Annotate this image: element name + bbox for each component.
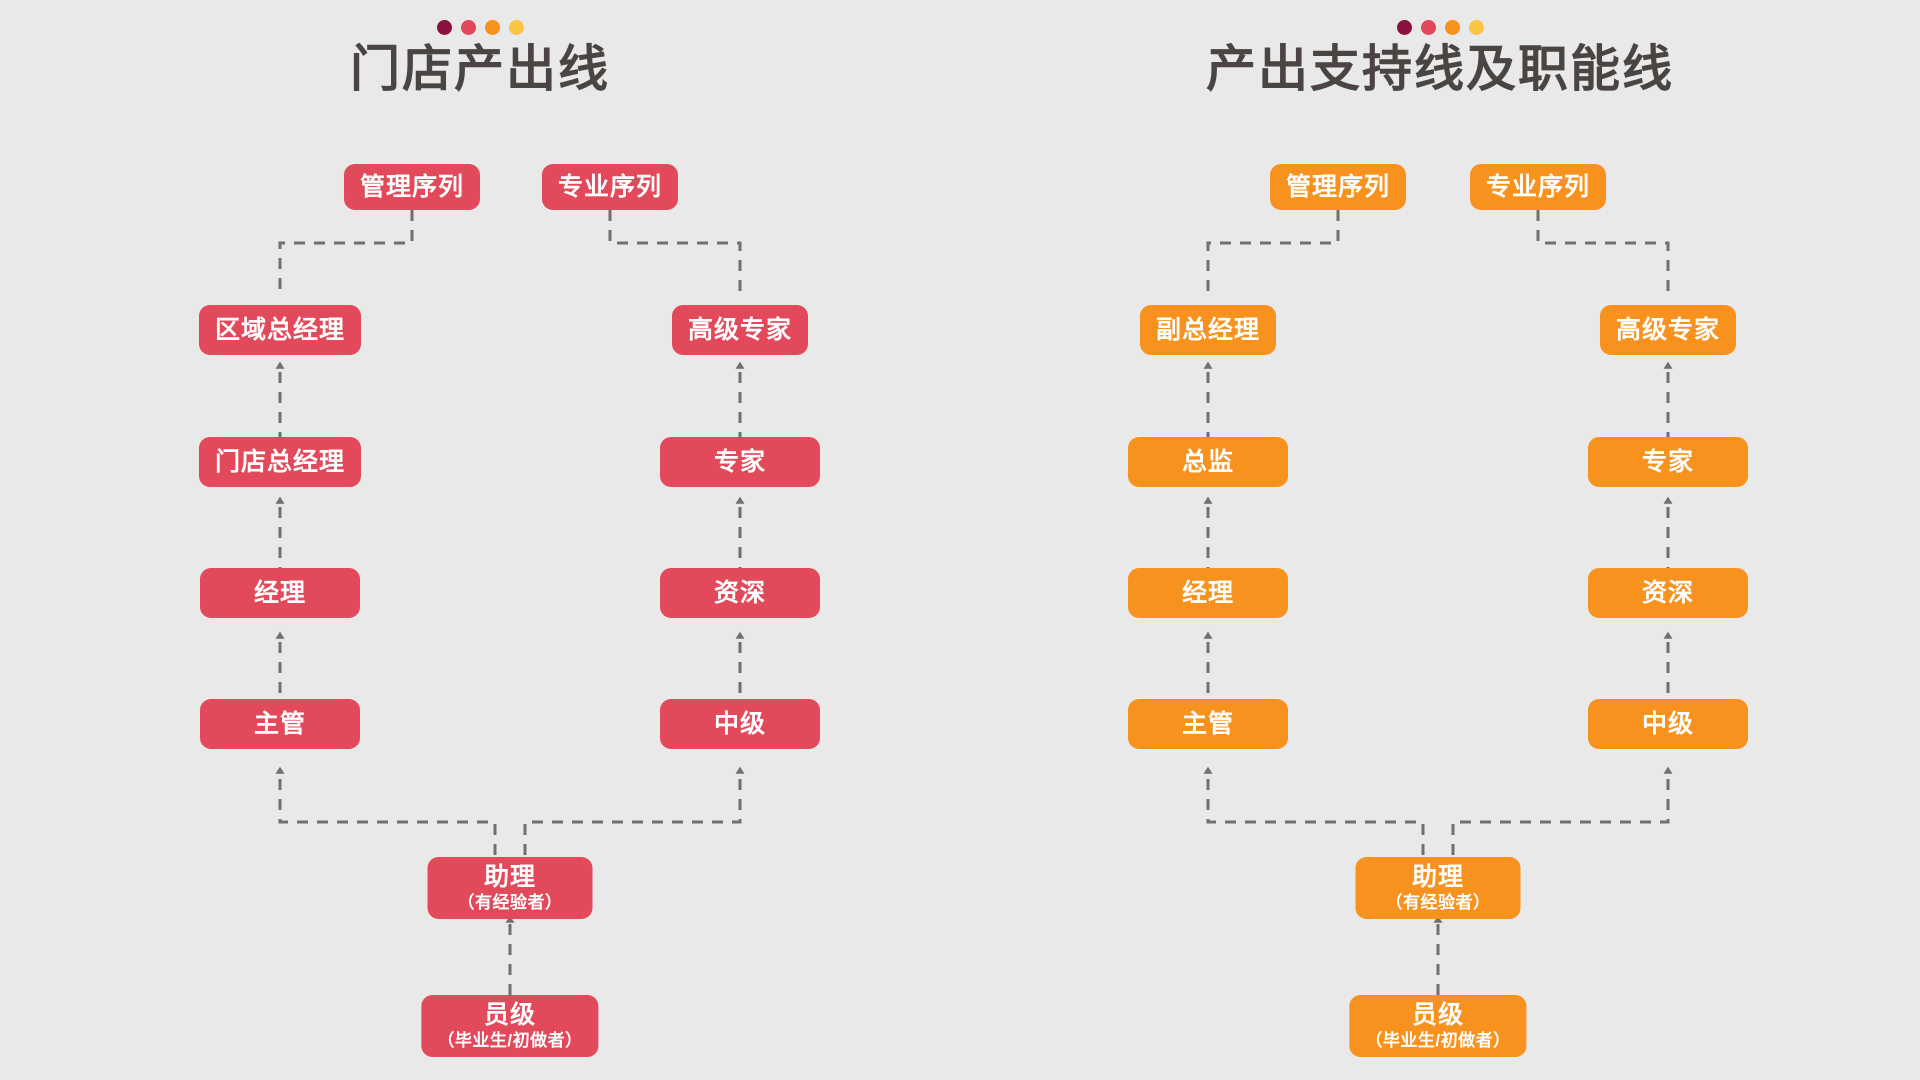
sequence-label-management-right[interactable]: 管理序列	[1269, 164, 1407, 210]
rank-label: 员级	[1411, 1000, 1465, 1029]
rank-label: 副总经理	[1155, 315, 1261, 344]
rank-regional-general-manager[interactable]: 区域总经理	[198, 305, 362, 355]
rank-label: 中级	[713, 709, 766, 738]
rank-store-general-manager[interactable]: 门店总经理	[198, 437, 362, 487]
sequence-label-text: 专业序列	[1485, 172, 1591, 201]
rank-senior-expert-left[interactable]: 高级专家	[671, 305, 809, 355]
page-title-left: 门店产出线	[350, 41, 610, 97]
rank-supervisor-right[interactable]: 主管	[1128, 699, 1288, 749]
rank-sublabel: （有经验者）	[1385, 892, 1491, 912]
rank-label: 区域总经理	[214, 315, 346, 344]
sequence-label-professional-left[interactable]: 专业序列	[541, 164, 679, 210]
rank-label: 助理	[483, 862, 536, 891]
rank-manager-left[interactable]: 经理	[200, 568, 360, 618]
rank-expert-right[interactable]: 专家	[1588, 437, 1748, 487]
sequence-label-professional-right[interactable]: 专业序列	[1469, 164, 1607, 210]
rank-label: 专家	[1641, 447, 1694, 476]
dot-yellow-icon	[1468, 20, 1484, 35]
rank-sublabel: （毕业生/初做者）	[1365, 1030, 1511, 1050]
rank-senior-right[interactable]: 资深	[1588, 568, 1748, 618]
panel-header-left: 门店产出线	[0, 20, 960, 99]
rank-staff-level-left[interactable]: 员级 （毕业生/初做者）	[421, 995, 599, 1057]
rank-staff-level-right[interactable]: 员级 （毕业生/初做者）	[1349, 995, 1527, 1057]
rank-senior-expert-right[interactable]: 高级专家	[1599, 305, 1737, 355]
rank-label: 专家	[713, 447, 766, 476]
dot-orange-icon	[1444, 20, 1460, 35]
rank-label: 助理	[1411, 862, 1464, 891]
rank-sublabel: （有经验者）	[457, 892, 563, 912]
rank-label: 高级专家	[687, 315, 793, 344]
panel-output-support-and-function-line: 产出支持线及职能线 管理序列 专业序列 副总经理 总监 经理 主管 高级专家 专…	[960, 0, 1920, 1080]
dot-orange-icon	[484, 20, 500, 35]
rank-sublabel: （毕业生/初做者）	[437, 1030, 583, 1050]
dot-maroon-icon	[436, 20, 452, 35]
rank-label: 主管	[253, 709, 306, 738]
sequence-label-text: 管理序列	[1285, 172, 1391, 201]
rank-expert-left[interactable]: 专家	[660, 437, 820, 487]
rank-label: 资深	[1641, 578, 1694, 607]
sequence-label-management-left[interactable]: 管理序列	[343, 164, 481, 210]
rank-intermediate-right[interactable]: 中级	[1588, 699, 1748, 749]
page-title-right: 产出支持线及职能线	[1206, 41, 1674, 97]
dot-row-left	[0, 20, 960, 35]
rank-manager-right[interactable]: 经理	[1128, 568, 1288, 618]
dot-yellow-icon	[508, 20, 524, 35]
sequence-label-text: 专业序列	[557, 172, 663, 201]
rank-label: 资深	[713, 578, 766, 607]
rank-assistant-left[interactable]: 助理 （有经验者）	[427, 857, 593, 919]
rank-label: 高级专家	[1615, 315, 1721, 344]
rank-label: 经理	[253, 578, 306, 607]
rank-supervisor-left[interactable]: 主管	[200, 699, 360, 749]
rank-director[interactable]: 总监	[1128, 437, 1288, 487]
dot-row-right	[960, 20, 1920, 35]
dot-red-icon	[460, 20, 476, 35]
dot-red-icon	[1420, 20, 1436, 35]
sequence-label-text: 管理序列	[359, 172, 465, 201]
rank-label: 主管	[1181, 709, 1234, 738]
rank-label: 员级	[483, 1000, 537, 1029]
rank-label: 经理	[1181, 578, 1234, 607]
dot-maroon-icon	[1396, 20, 1412, 35]
rank-label: 中级	[1641, 709, 1694, 738]
rank-intermediate-left[interactable]: 中级	[660, 699, 820, 749]
panel-store-output-line: 门店产出线 管理序列 专业序列 区域总经理 门店总经理 经理 主管 高级专家 专…	[0, 20, 960, 1057]
rank-label: 门店总经理	[214, 447, 346, 476]
rank-senior-left[interactable]: 资深	[660, 568, 820, 618]
rank-deputy-general-manager[interactable]: 副总经理	[1139, 305, 1277, 355]
panel-header-right: 产出支持线及职能线	[960, 20, 1920, 99]
rank-label: 总监	[1181, 447, 1234, 476]
rank-assistant-right[interactable]: 助理 （有经验者）	[1355, 857, 1521, 919]
